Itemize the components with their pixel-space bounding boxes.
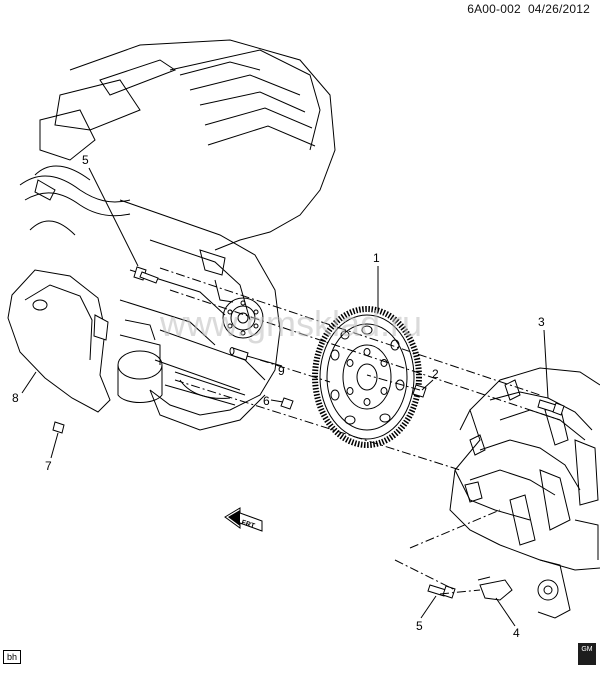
front-direction-arrow: FRT [224, 507, 263, 532]
bolt-part-5-upper [133, 266, 159, 284]
callout-5-upper: 5 [82, 153, 89, 167]
diagram-header: 6A00-002 04/26/2012 [467, 2, 590, 16]
diagram-date: 04/26/2012 [527, 2, 590, 16]
bolt-part-5-lower [427, 584, 456, 599]
callout-2: 2 [432, 367, 439, 381]
heat-shield-part-8 [7, 269, 111, 413]
bolt-part-3 [537, 399, 565, 416]
dowel-part-9 [229, 347, 249, 361]
bolt-part-6 [280, 397, 294, 410]
callout-5-lower: 5 [416, 619, 423, 633]
front-direction-label: FRT [240, 519, 256, 530]
clip-part-4 [477, 576, 513, 601]
callout-leaders [21, 167, 549, 627]
bolt-part-2 [412, 384, 427, 398]
callout-8: 8 [12, 391, 19, 405]
callout-1: 1 [373, 251, 380, 265]
callout-3: 3 [538, 315, 545, 329]
callout-6: 6 [263, 394, 270, 408]
bolt-part-7 [52, 421, 65, 434]
callout-labels: 5 1 2 3 4 5 6 7 8 9 [12, 153, 545, 640]
callout-9: 9 [278, 364, 285, 378]
engine-assembly [19, 39, 336, 431]
gm-logo: GM [578, 643, 596, 665]
callout-4: 4 [513, 626, 520, 640]
callout-7: 7 [45, 459, 52, 473]
alignment-centerlines [159, 267, 561, 595]
transmission-housing [449, 367, 600, 619]
flexplate-part-1 [312, 306, 422, 448]
illustrator-code: bh [3, 650, 22, 664]
watermark: www.gmsklad.ru [159, 303, 422, 344]
diagram-id: 6A00-002 [467, 2, 521, 16]
